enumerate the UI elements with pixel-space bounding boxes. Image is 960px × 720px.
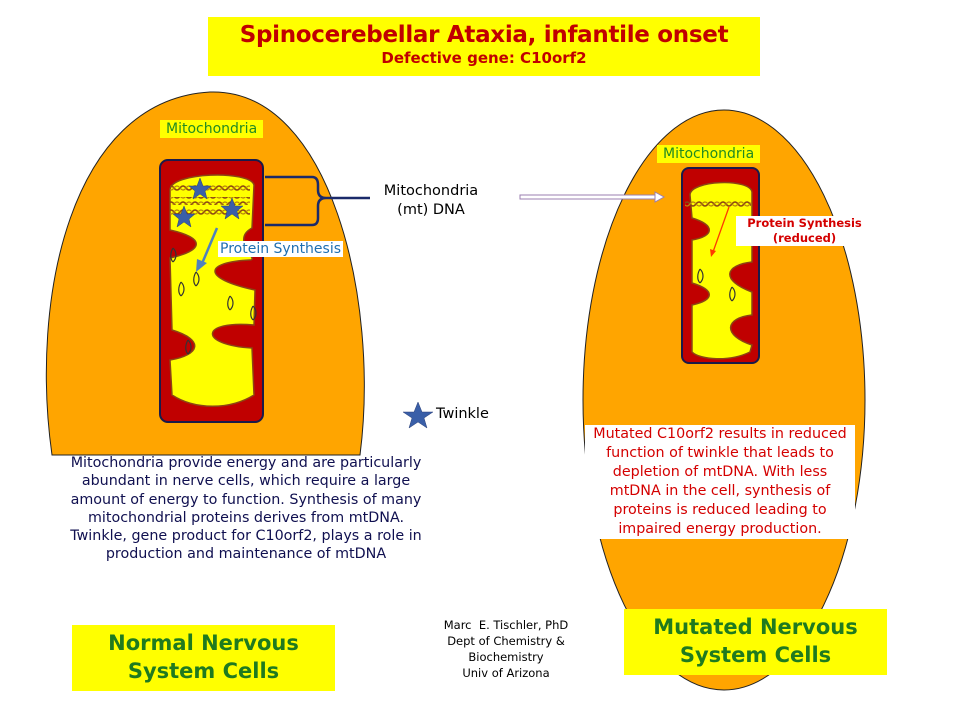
twinkle-legend-star-icon	[402, 401, 434, 429]
mtdna-label-line2: (mt) DNA	[397, 202, 465, 218]
credit-line2: Dept of Chemistry &	[447, 634, 565, 648]
mtdna-label-line1: Mitochondria	[383, 183, 479, 199]
credit-line3: Biochemistry	[468, 650, 544, 664]
mutated-protein-synthesis-label: Protein Synthesis (reduced)	[736, 216, 873, 246]
mutated-caption-line2: System Cells	[679, 643, 832, 667]
protein-synthesis-arrow-right	[712, 206, 730, 253]
star-icon	[172, 205, 196, 228]
normal-description: Mitochondria provide energy and are part…	[70, 455, 422, 563]
twinkle-legend-label: Twinkle	[436, 406, 489, 422]
normal-mitochondria-label: Mitochondria	[160, 120, 264, 138]
mutated-description: Mutated C10orf2 results in reduced funct…	[585, 425, 855, 539]
mtdna-label: Mitochondria (mt) DNA	[372, 182, 490, 220]
normal-mitochondrion	[159, 159, 264, 423]
ribosome-icons-right	[697, 268, 736, 302]
normal-caption-line1: Normal Nervous	[108, 631, 299, 655]
mutated-cell-body	[582, 109, 866, 691]
title-banner: Spinocerebellar Ataxia, infantile onset …	[208, 17, 760, 76]
normal-protein-synthesis-label: Protein Synthesis	[218, 241, 344, 257]
star-icon	[188, 177, 212, 200]
credit-line1: Marc E. Tischler, PhD	[443, 618, 569, 632]
arrowhead-icon	[710, 249, 716, 257]
mutated-caption-line1: Mutated Nervous	[653, 615, 858, 639]
credit-line4: Univ of Arizona	[462, 666, 550, 680]
mutated-mitochondria-label: Mitochondria	[657, 145, 761, 163]
normal-mito-matrix	[169, 174, 256, 407]
twinkle-stars-left	[172, 177, 244, 228]
ps-reduced-line2: (reduced)	[772, 231, 837, 245]
normal-caption-line2: System Cells	[127, 659, 280, 683]
author-credit: Marc E. Tischler, PhD Dept of Chemistry …	[420, 617, 592, 681]
ribosome-icons-left	[170, 247, 257, 355]
page-subtitle: Defective gene: C10orf2	[381, 49, 587, 67]
arrowhead-icon	[196, 259, 207, 272]
protein-synthesis-arrow-left	[199, 227, 219, 267]
comparison-arrow	[519, 191, 666, 203]
mutated-mitochondrion	[681, 167, 760, 364]
page-title: Spinocerebellar Ataxia, infantile onset	[239, 22, 729, 48]
mtdna-bracket	[265, 175, 370, 227]
normal-cells-caption: Normal Nervous System Cells	[72, 625, 335, 691]
ps-reduced-line1: Protein Synthesis	[747, 216, 862, 230]
star-icon	[220, 197, 244, 220]
mutated-cells-caption: Mutated Nervous System Cells	[624, 609, 887, 675]
